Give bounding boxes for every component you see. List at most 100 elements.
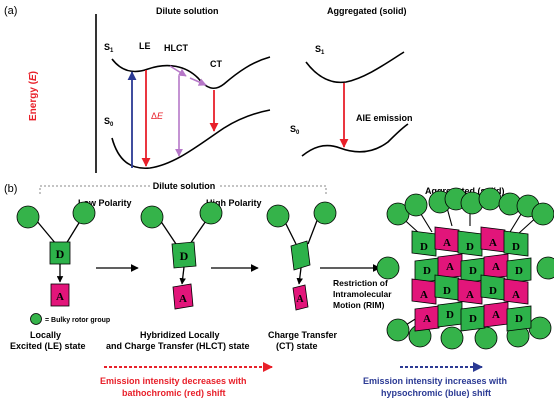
acceptor-unit	[172, 283, 194, 310]
donor-unit	[506, 257, 532, 284]
legend-text: = Bulky rotor group	[45, 317, 110, 324]
le-molecule: D A	[16, 201, 96, 307]
donor-label: D	[515, 313, 523, 325]
donor-unit	[460, 305, 486, 332]
dilute-bracket	[39, 185, 327, 194]
rotor-group	[386, 202, 410, 226]
donor-label: D	[443, 285, 451, 297]
acceptor-label: A	[466, 289, 474, 301]
hlct-state-line-2: and Charge Transfer (HLCT) state	[106, 341, 250, 351]
dilute-s1-label: S1	[104, 42, 114, 54]
acceptor-label: A	[423, 313, 431, 325]
rotor-group	[376, 256, 400, 280]
rotor-group	[313, 201, 337, 225]
panel-a-label: (a)	[4, 5, 17, 17]
acceptor-unit	[457, 278, 483, 305]
donor-label: D	[466, 241, 474, 253]
rotor-group	[528, 316, 552, 340]
red-shift-text-2: bathochromic (red) shift	[122, 388, 226, 398]
hlct-to-ct-arrow	[189, 77, 207, 86]
rotor-group	[266, 204, 290, 228]
rotor-group	[440, 326, 464, 350]
donor-label: D	[446, 309, 454, 321]
donor-label: D	[512, 241, 520, 253]
blue-shift-text-1: Emission intensity increases with	[363, 376, 507, 386]
agg-s1-curve	[305, 51, 405, 84]
acceptor-label: A	[179, 293, 187, 305]
rim-line-3: Motion (RIM)	[333, 300, 385, 310]
rotor-group	[531, 202, 554, 226]
le-state-line-2: Excited (LE) state	[10, 341, 86, 351]
acceptor-unit	[50, 283, 70, 307]
donor-unit	[457, 230, 483, 257]
dilute-solution-label: Dilute solution	[153, 181, 216, 191]
agg-s0-curve	[301, 123, 409, 157]
ct-molecule: A	[266, 201, 337, 311]
rotor-group	[474, 326, 498, 350]
donor-unit	[290, 240, 311, 271]
hlct-label: HLCT	[164, 43, 188, 53]
acceptor-label: A	[489, 237, 497, 249]
dilute-s0-label: S0	[104, 116, 114, 128]
donor-label: D	[56, 247, 65, 261]
acceptor-label: A	[443, 237, 451, 249]
le-state-line-1: Locally	[30, 330, 61, 340]
ct-state-line-1: Charge Transfer	[268, 330, 338, 340]
acceptor-label: A	[512, 289, 520, 301]
donor-label: D	[469, 265, 477, 277]
acceptor-label: A	[492, 309, 500, 321]
acceptor-unit	[503, 278, 529, 305]
dilute-s1-curve	[111, 56, 271, 90]
ct-label: CT	[210, 59, 222, 69]
dilute-title: Dilute solution	[156, 6, 219, 16]
acceptor-label: A	[296, 294, 304, 305]
acceptor-label: A	[492, 261, 500, 273]
acceptor-unit	[292, 284, 309, 311]
rotor-group	[478, 187, 502, 211]
acceptor-label: A	[446, 261, 454, 273]
donor-unit	[411, 230, 437, 257]
delta-e-label: ΔE	[151, 111, 164, 121]
blue-shift-text-2: hypsochromic (blue) shift	[381, 388, 491, 398]
donor-label: D	[489, 285, 497, 297]
aggregated-solid-label: Aggregated (solid)	[425, 186, 505, 196]
panel-b-label: (b)	[4, 183, 17, 195]
high-polarity-label: High Polarity	[206, 198, 262, 208]
aie-emission-label: AIE emission	[356, 113, 413, 123]
donor-label: D	[469, 313, 477, 325]
acceptor-unit	[414, 305, 440, 332]
agg-s0-label: S0	[290, 124, 300, 136]
donor-label: D	[515, 265, 523, 277]
rim-line-1: Restriction of	[333, 278, 388, 288]
rotor-group	[199, 201, 223, 225]
rim-line-2: Intramolecular	[333, 289, 392, 299]
dilute-s0-curve	[111, 109, 271, 169]
legend-rotor-icon	[30, 313, 42, 325]
hlct-molecule: D A	[140, 201, 223, 310]
rotor-group	[386, 318, 410, 342]
donor-label: D	[180, 249, 189, 263]
le-label: LE	[139, 41, 151, 51]
rotor-group	[72, 201, 96, 225]
rotor-group	[140, 205, 164, 229]
donor-label: D	[420, 241, 428, 253]
acceptor-label: A	[56, 291, 64, 303]
acceptor-label: A	[420, 289, 428, 301]
donor-unit	[171, 241, 197, 269]
rotor-group	[536, 256, 554, 280]
donor-unit	[506, 305, 532, 332]
rotor-group	[404, 193, 428, 217]
agg-s1-label: S1	[315, 44, 325, 56]
donor-label: D	[423, 265, 431, 277]
donor-unit	[503, 230, 529, 257]
red-shift-text-1: Emission intensity decreases with	[100, 376, 247, 386]
aggregated-title: Aggregated (solid)	[327, 6, 407, 16]
energy-axis-label: Energy (E)	[28, 71, 39, 121]
rotor-group	[16, 205, 40, 229]
le-to-hlct-arrow	[169, 65, 187, 77]
ct-state-line-2: (CT) state	[276, 341, 318, 351]
acceptor-unit	[411, 278, 437, 305]
hlct-state-line-1: Hybridized Locally	[140, 330, 220, 340]
